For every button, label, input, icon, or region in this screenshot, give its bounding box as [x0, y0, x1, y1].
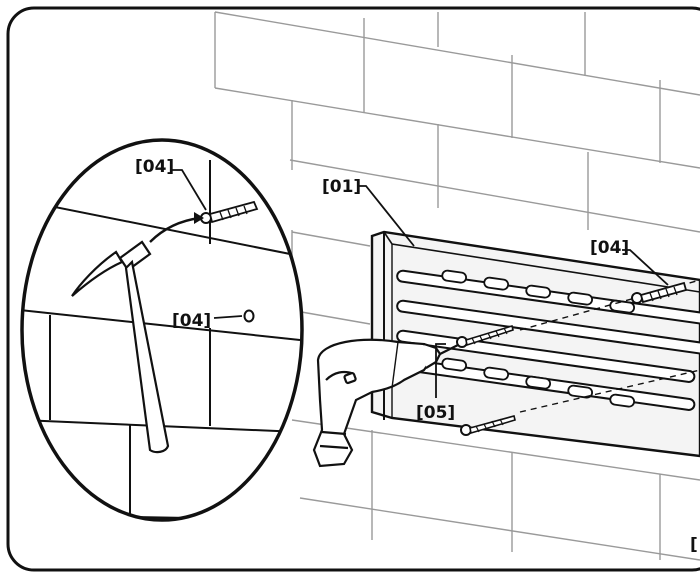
callout-bracket: [01] — [322, 177, 361, 197]
callout-anchor-inset-top: [04] — [135, 157, 174, 177]
wall-tiles — [214, 11, 700, 561]
callout-screw: [05] — [416, 403, 455, 423]
wall-anchor-icon — [631, 281, 688, 304]
callout-anchor-right: [04] — [590, 238, 629, 258]
callout-cut: [ — [690, 535, 698, 555]
inset-border — [20, 138, 304, 522]
hammer-icon — [71, 240, 170, 454]
screw-icon — [456, 324, 514, 348]
detail-inset — [20, 138, 304, 522]
drill-icon — [312, 338, 459, 468]
drilled-hole — [243, 309, 255, 323]
callout-anchor-inset-mid: [04] — [172, 311, 211, 331]
screw-icon — [460, 415, 516, 436]
wall-bracket — [370, 230, 700, 458]
wall-anchor-icon — [200, 200, 259, 224]
leader-lines — [172, 169, 669, 398]
